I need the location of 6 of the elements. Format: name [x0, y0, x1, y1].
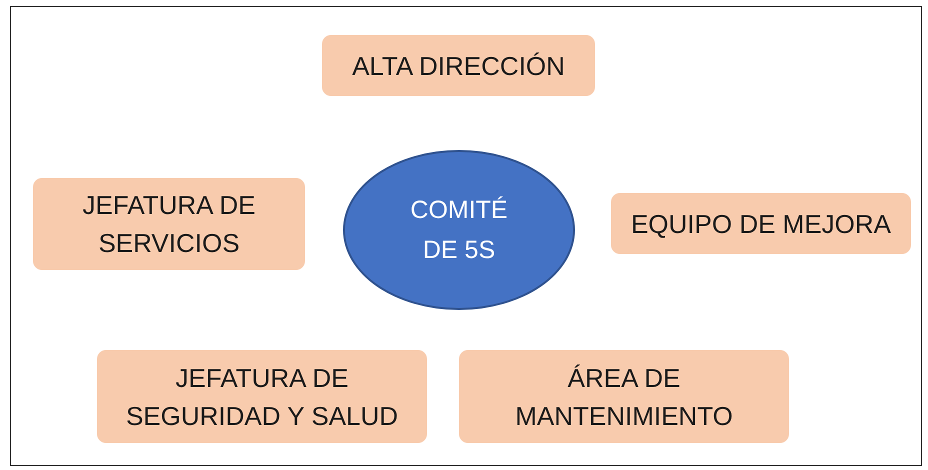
- role-box: ALTA DIRECCIÓN: [322, 35, 595, 96]
- role-box: EQUIPO DE MEJORA: [611, 193, 911, 254]
- role-box: JEFATURA DE SEGURIDAD Y SALUD: [97, 350, 427, 443]
- role-box: JEFATURA DE SERVICIOS: [33, 178, 305, 270]
- role-box: ÁREA DE MANTENIMIENTO: [459, 350, 789, 443]
- committee-ellipse: COMITÉ DE 5S: [343, 150, 575, 310]
